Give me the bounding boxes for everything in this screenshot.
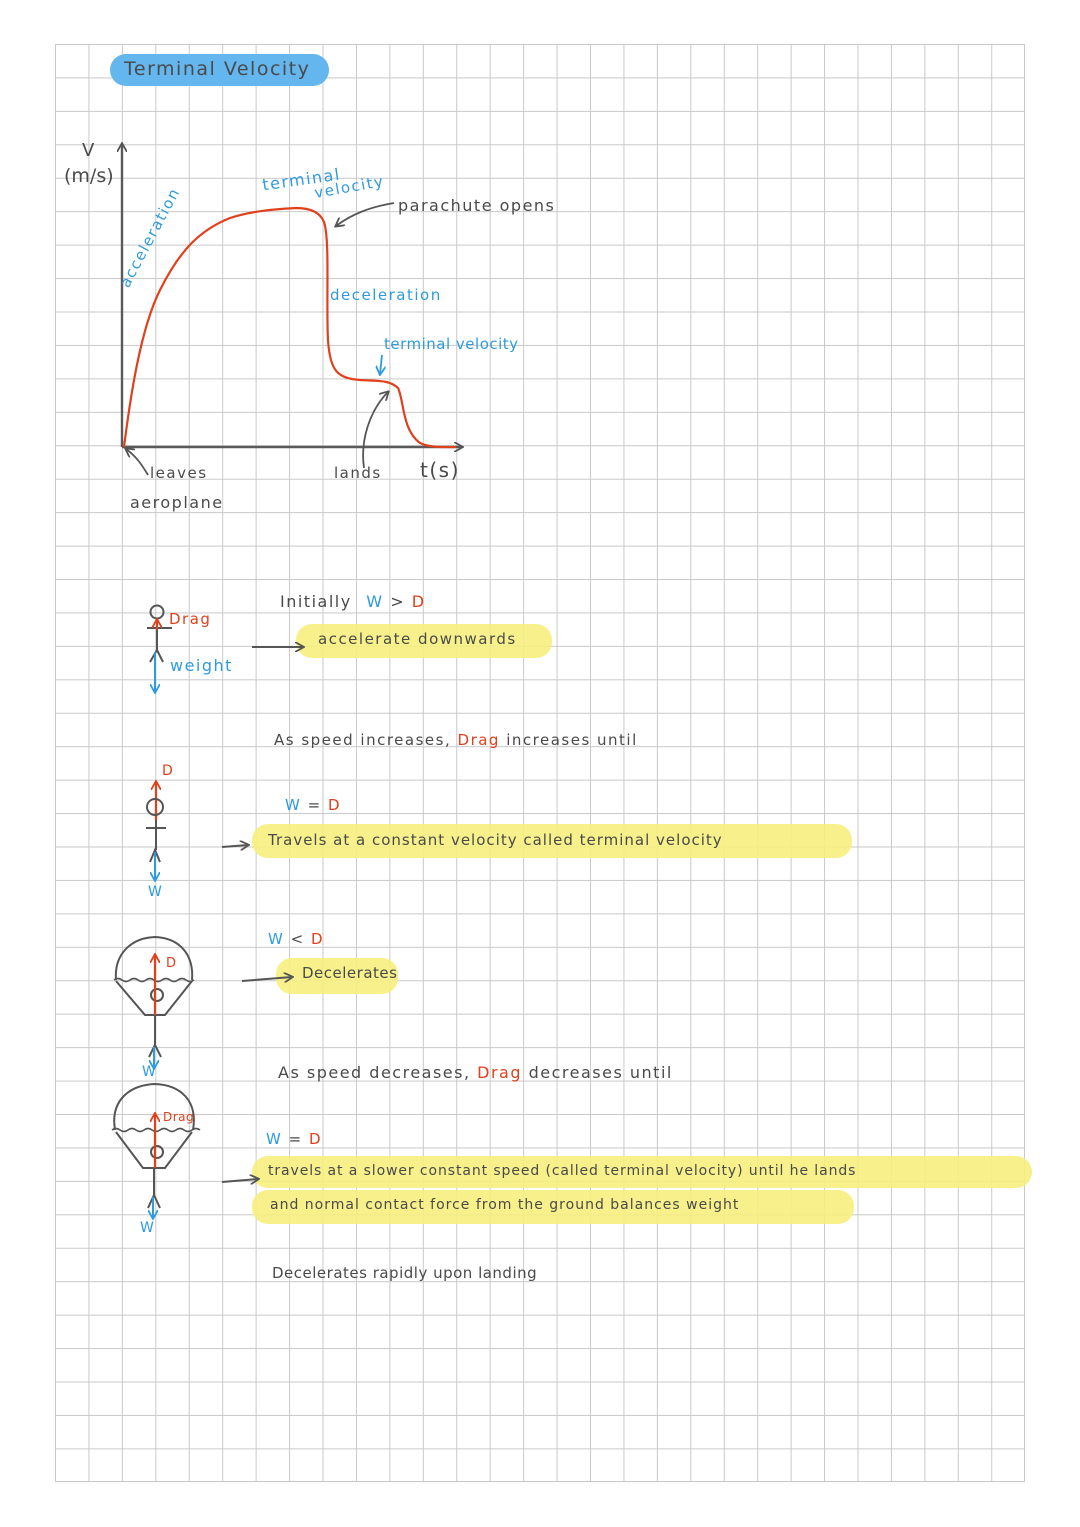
highlight-slower-speed-2	[252, 1190, 854, 1224]
label-lands: lands	[334, 464, 382, 482]
highlight-slower-speed-1	[252, 1156, 1032, 1188]
force-label-drag-parachute: Drag	[163, 1110, 195, 1124]
force-label-w: W	[148, 884, 164, 900]
label-deceleration: deceleration	[330, 286, 442, 304]
stage4-result-line1: travels at a slower constant speed (call…	[268, 1163, 857, 1179]
force-label-drag: Drag	[169, 610, 212, 628]
force-label-d: D	[162, 763, 175, 779]
x-axis-label: t(s)	[420, 458, 460, 482]
stage2-result: Travels at a constant velocity called te…	[268, 831, 723, 849]
stage3-condition: W < D	[268, 930, 325, 948]
stage4-result-line2: and normal contact force from the ground…	[270, 1197, 740, 1213]
page-title: Terminal Velocity	[124, 58, 311, 80]
force-label-w-parachute: W	[142, 1064, 158, 1080]
label-leaves: leaves	[150, 464, 208, 482]
stage1-condition: Initially W > D	[280, 592, 426, 611]
transition-speed-decreases: As speed decreases, Drag decreases until	[278, 1063, 673, 1082]
final-note: Decelerates rapidly upon landing	[272, 1264, 538, 1282]
y-axis-label-units: (m/s)	[64, 165, 114, 187]
transition-speed-increases: As speed increases, Drag increases until	[274, 731, 638, 749]
highlight-decelerates	[276, 958, 398, 994]
force-label-d-parachute: D	[166, 956, 178, 971]
stage4-condition: W = D	[266, 1130, 323, 1148]
force-label-weight: weight	[170, 656, 233, 675]
y-axis-label-v: V	[82, 140, 96, 161]
label-terminal-velocity-bottom: terminal velocity	[384, 335, 519, 353]
stage3-result: Decelerates	[302, 964, 398, 982]
highlight-accelerate	[296, 624, 552, 658]
force-label-w-parachute-2: W	[140, 1220, 156, 1236]
title-highlight	[110, 54, 329, 86]
grid-paper-background	[55, 44, 1025, 1482]
label-aeroplane: aeroplane	[130, 493, 224, 512]
label-parachute-opens: parachute opens	[398, 196, 556, 215]
stage2-condition: W = D	[285, 796, 342, 814]
highlight-terminal-velocity	[252, 824, 852, 858]
stage1-result: accelerate downwards	[318, 630, 517, 648]
